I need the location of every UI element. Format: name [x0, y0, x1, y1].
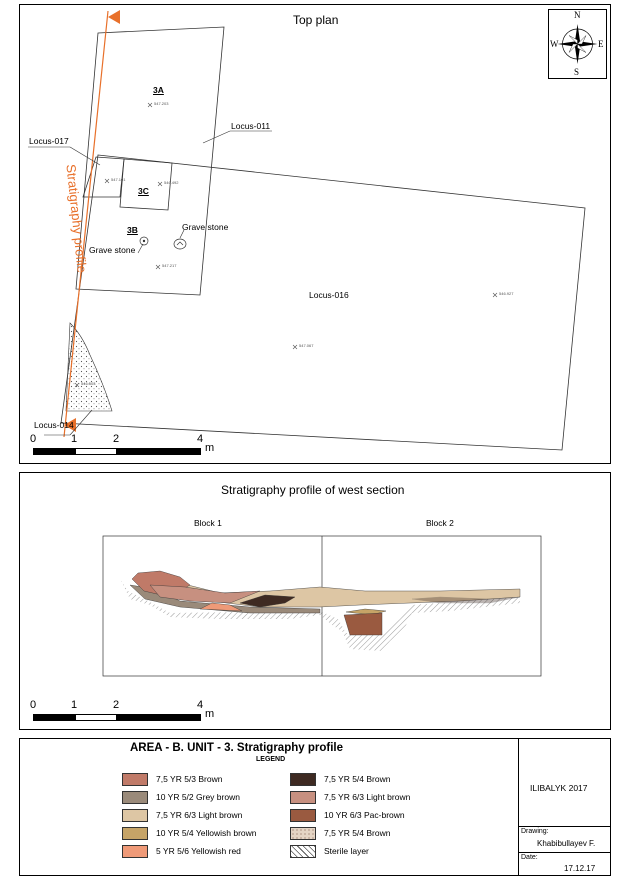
- legend-swatch: [290, 826, 316, 840]
- legend-item: 7,5 YR 5/4 Brown: [290, 826, 390, 840]
- locus-014-area: [65, 322, 113, 412]
- section-drawing: [102, 535, 542, 677]
- compass-w: W: [550, 39, 559, 49]
- date-value: 17.12.17: [564, 864, 596, 873]
- sheet-title: AREA - B. UNIT - 3. Stratigraphy profile: [130, 742, 343, 754]
- section-panel: Stratigraphy profile of west section Blo…: [19, 472, 611, 730]
- label-locus-014: Locus-014: [34, 420, 74, 430]
- label-locus-016: Locus-016: [309, 290, 349, 300]
- north-arrow: N S W E: [548, 9, 607, 79]
- legend-label: 7,5 YR 5/4 Brown: [324, 828, 391, 838]
- legend-swatch: [122, 826, 148, 840]
- label-grave-stone-2: Grave stone: [182, 222, 229, 232]
- locus-017-square: [82, 156, 125, 198]
- legend-label: 7,5 YR 5/3 Brown: [156, 774, 223, 784]
- legend-swatch: [122, 808, 148, 822]
- legend-panel: AREA - B. UNIT - 3. Stratigraphy profile…: [19, 738, 611, 876]
- legend-item: 10 YR 6/3 Pac-brown: [290, 808, 405, 822]
- legend-item: 10 YR 5/2 Grey brown: [122, 790, 240, 804]
- legend-label: 7,5 YR 6/3 Light brown: [156, 810, 243, 820]
- legend-heading: LEGEND: [256, 756, 286, 763]
- section-title: Stratigraphy profile of west section: [221, 483, 405, 497]
- square-3c-outline: [119, 158, 173, 211]
- legend-swatch: [290, 844, 316, 858]
- top-scale-bar: 0 1 2 4 m: [30, 433, 215, 455]
- legend-item: 7,5 YR 6/3 Light brown: [122, 808, 242, 822]
- locus-016-outline: [60, 154, 586, 451]
- layer-pac-brown: [343, 612, 383, 636]
- project-name: ILIBALYK 2017: [530, 783, 588, 793]
- label-grave-stone-1: Grave stone: [89, 245, 136, 255]
- legend-item: 7,5 YR 6/3 Light brown: [290, 790, 410, 804]
- label-3b: 3B: [127, 225, 138, 235]
- profile-arrow-top: [108, 10, 120, 24]
- label-locus-011: Locus-011: [231, 121, 271, 131]
- elevation-3: 547.217: [162, 263, 177, 268]
- elevation-6: 546.503: [81, 381, 96, 386]
- elevation-7: 547.101: [111, 177, 126, 182]
- layer-dark-brown: [239, 594, 296, 608]
- elevation-4: 546.927: [499, 291, 514, 296]
- legend-label: 10 YR 5/2 Grey brown: [156, 792, 240, 802]
- legend-swatch: [290, 790, 316, 804]
- top-plan-title: Top plan: [293, 13, 339, 27]
- section-scale-bar: 0 1 2 4 m: [30, 699, 215, 721]
- layer-dark-brown-b: [411, 596, 521, 604]
- elevation-1: 547.203: [154, 101, 169, 106]
- top-plan-drawing: [28, 10, 586, 451]
- grave-stone-2-marker: [173, 238, 187, 250]
- compass-n: N: [574, 10, 581, 20]
- legend-item: 5 YR 5/6 Yellowish red: [122, 844, 241, 858]
- legend-label: 10 YR 5/4 Yellowish brown: [156, 828, 257, 838]
- drawing-value: Khabibullayev F.: [537, 839, 596, 848]
- grave-stone-1-marker: [139, 236, 149, 246]
- legend-item: 10 YR 5/4 Yellowish brown: [122, 826, 257, 840]
- block-1-label: Block 1: [194, 518, 222, 528]
- top-plan-panel: Top plan: [19, 4, 611, 464]
- legend-item: Sterile layer: [290, 844, 369, 858]
- legend-label: 5 YR 5/6 Yellowish red: [156, 846, 241, 856]
- date-label: Date:: [521, 854, 538, 861]
- legend-swatch: [290, 772, 316, 786]
- label-3a: 3A: [153, 85, 164, 95]
- legend-swatch: [122, 790, 148, 804]
- compass-e: E: [598, 39, 604, 49]
- compass-rose-icon: [557, 24, 598, 64]
- legend-label: 7,5 YR 5/4 Brown: [324, 774, 391, 784]
- block-2-label: Block 2: [426, 518, 454, 528]
- legend-label: 7,5 YR 6/3 Light brown: [324, 792, 411, 802]
- sterile-layer: [120, 579, 520, 651]
- elevation-2: 546.492: [164, 180, 179, 185]
- label-locus-017: Locus-017: [29, 136, 69, 146]
- label-3c: 3C: [138, 186, 149, 196]
- profile-line: [63, 10, 109, 438]
- legend-item: 7,5 YR 5/3 Brown: [122, 772, 222, 786]
- compass-s: S: [574, 67, 580, 77]
- legend-swatch: [122, 772, 148, 786]
- legend-label: 10 YR 6/3 Pac-brown: [324, 810, 405, 820]
- legend-swatch: [290, 808, 316, 822]
- legend-label: Sterile layer: [324, 846, 369, 856]
- locus-011-outline: [75, 26, 225, 296]
- profile-arrow-bottom: [64, 418, 76, 432]
- legend-swatch: [122, 844, 148, 858]
- layer-light-brown-b: [149, 584, 261, 604]
- legend-item: 7,5 YR 5/4 Brown: [290, 772, 390, 786]
- elevation-5: 547.067: [299, 343, 314, 348]
- drawing-label: Drawing:: [521, 828, 549, 835]
- layer-yellowish-red: [199, 602, 243, 612]
